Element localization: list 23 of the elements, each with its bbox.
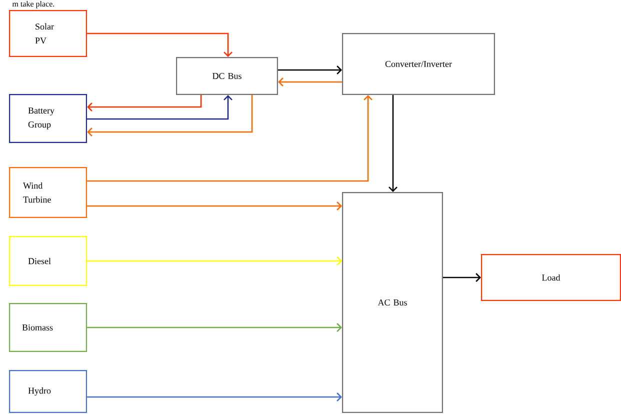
- box: Load: [481, 254, 621, 301]
- arrow: [278, 78, 342, 86]
- arrow: [87, 95, 232, 120]
- arrow: [87, 95, 202, 112]
- arrow: [443, 273, 481, 282]
- arrow: [87, 202, 342, 210]
- arrow: [388, 95, 398, 192]
- arrow: [87, 95, 372, 182]
- arrow: [87, 32, 232, 57]
- arrow: [87, 392, 342, 402]
- box: Biomass: [9, 303, 87, 352]
- arrow: [278, 66, 342, 74]
- box: Battery Group: [9, 94, 87, 143]
- box: Diesel: [9, 236, 87, 286]
- box: Hydro: [9, 370, 87, 413]
- box: Solar PV: [9, 10, 87, 57]
- arrow: [87, 256, 342, 266]
- arrow: [87, 323, 342, 332]
- box: Converter/Inverter: [342, 33, 495, 95]
- box: DC Bus: [176, 57, 278, 95]
- box: Wind Turbine: [9, 167, 87, 218]
- box: AC Bus: [342, 192, 443, 413]
- arrow: [87, 95, 253, 136]
